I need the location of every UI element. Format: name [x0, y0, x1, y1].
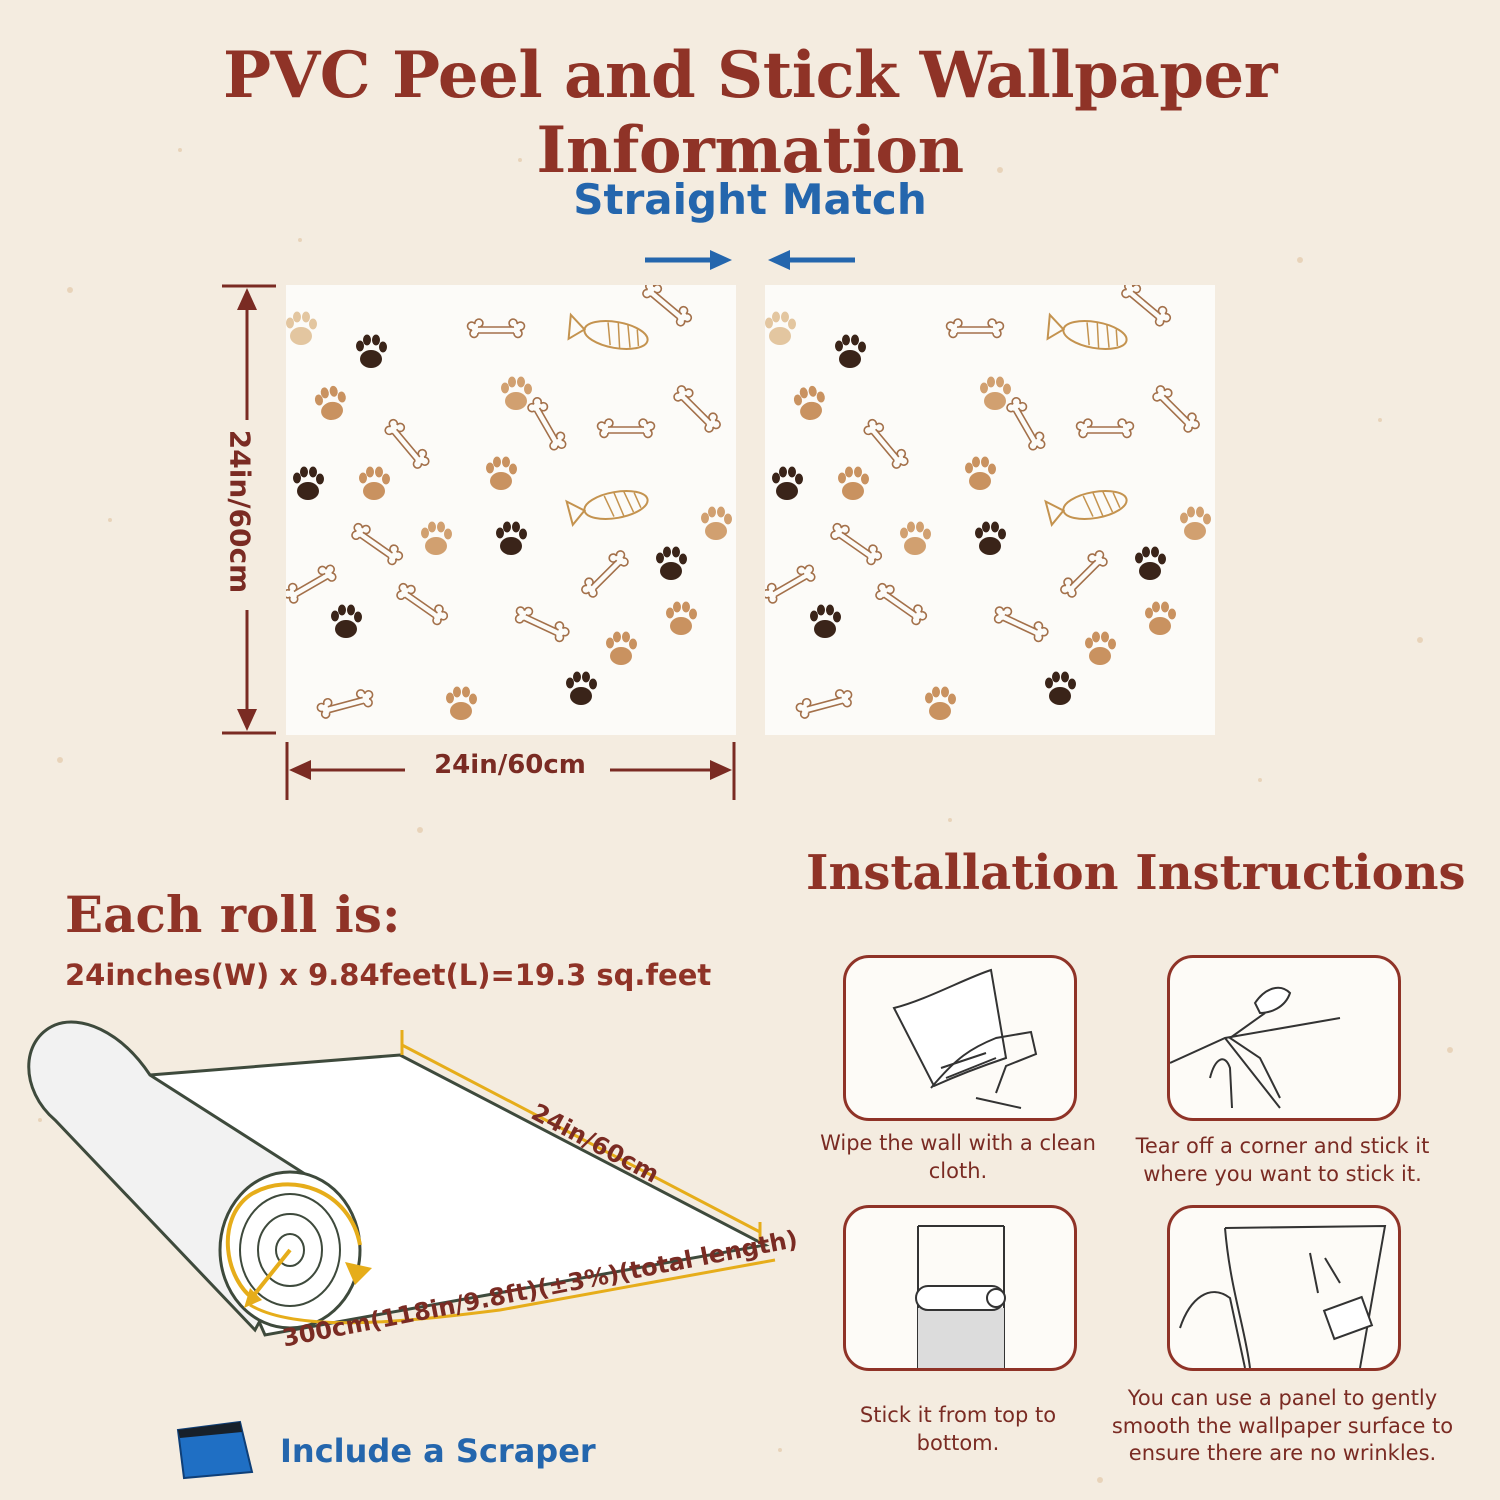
step-1-illustration: [843, 955, 1077, 1121]
page-title: PVC Peel and Stick Wallpaper Information: [223, 38, 1277, 188]
wallpaper-panel-right: [765, 285, 1215, 735]
wallpaper-panel-left: [286, 285, 736, 735]
wipe-wall-icon: [892, 968, 1038, 1109]
straight-match-label: Straight Match: [573, 175, 927, 224]
step-3-text: Stick it from top to bottom.: [859, 1403, 1057, 1455]
roll-size-text: 24inches(W) x 9.84feet(L)=19.3 sq.feet: [65, 958, 712, 992]
smooth-panel-icon: [1179, 1224, 1387, 1368]
installation-title: Installation Instructions: [806, 845, 1466, 901]
peel-corner-icon: [1170, 986, 1341, 1109]
dimension-lines: [222, 284, 736, 800]
step-2-text: Tear off a corner and stick it where you…: [1135, 1134, 1430, 1186]
panel-height-label: 24in/60cm: [223, 429, 257, 594]
step-1-text: Wipe the wall with a clean cloth.: [820, 1131, 1096, 1183]
match-arrows-icon: [645, 250, 855, 270]
step-4-text: You can use a panel to gently smooth the…: [1111, 1386, 1454, 1466]
panel-width-label: 24in/60cm: [434, 750, 586, 780]
roll-title: Each roll is:: [65, 885, 401, 944]
scraper-label: Include a Scraper: [280, 1432, 596, 1470]
step-3-illustration: [843, 1205, 1077, 1371]
step-2-illustration: [1167, 955, 1401, 1121]
roll-down-icon: [915, 1225, 1006, 1368]
wallpaper-roll-illustration: [27, 1020, 776, 1337]
step-4-illustration: [1167, 1205, 1401, 1371]
scraper-icon: [176, 1420, 254, 1480]
